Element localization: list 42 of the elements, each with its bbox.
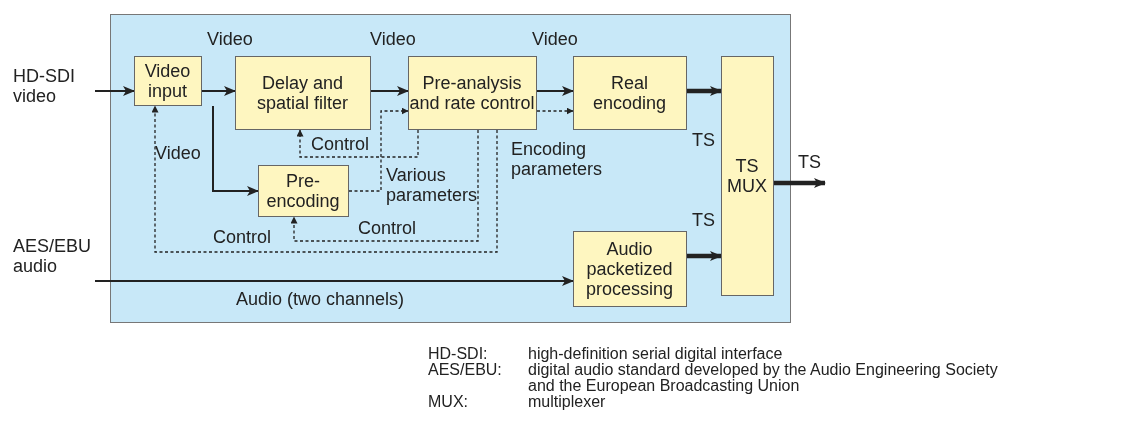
dashed-arrow [348,107,409,192]
edge-label: Encoding parameters [511,139,604,179]
edge-label: Video [532,29,578,49]
dashed-arrow [296,129,419,158]
arrow [212,105,259,196]
process-box: Video input [133,55,202,106]
abbreviation: HD-SDI: [428,346,488,362]
dashed-arrow [536,107,574,115]
process-box: Pre-analysis and rate control [407,55,537,130]
system-panel [110,14,791,323]
edge-label: Control [311,134,370,154]
definition: multiplexer [528,394,606,410]
process-box: Real encoding [572,55,687,130]
edge-label: TS [798,152,821,172]
arrow [94,276,574,286]
input-label: HD-SDI video [13,66,95,106]
edge-label: Video [155,143,201,163]
edge-label: TS [692,210,715,230]
arrow [94,86,135,96]
process-box: Pre-encoding [257,164,349,217]
arrow [687,251,722,261]
abbreviation: AES/EBU: [428,362,502,378]
process-box: Delay and spatial filter [234,55,371,130]
arrow [370,86,409,96]
arrow [201,86,236,96]
edge-label: Video [207,29,253,49]
edge-label: TS [692,130,715,150]
arrow [536,86,574,96]
edge-label: Control [213,227,272,247]
abbreviation: MUX: [428,394,468,410]
input-label: AES/EBU audio [13,236,95,276]
edge-label: Control [358,218,417,238]
process-box: Audio packetized processing [572,230,687,307]
definition: high-definition serial digital interface [528,346,783,362]
edge-label: Various parameters [386,165,479,205]
edge-label: Audio (two channels) [236,289,405,309]
arrow [687,86,722,96]
dashed-arrow [290,129,479,242]
dashed-arrow [151,105,498,253]
edge-label: Video [370,29,416,49]
arrow [774,178,826,188]
process-box: TS MUX [720,55,774,296]
